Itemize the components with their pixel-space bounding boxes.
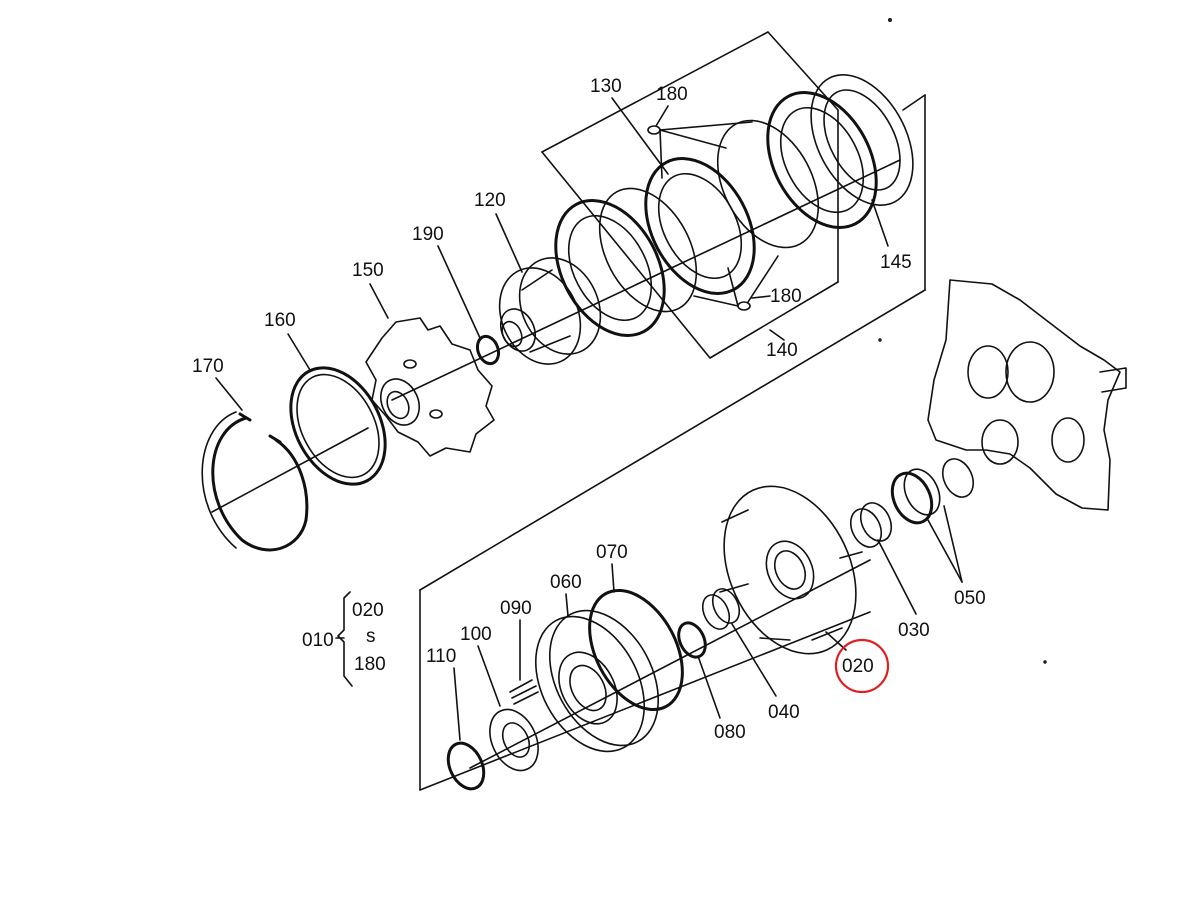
label-160: 160	[264, 310, 296, 331]
label-145: 145	[880, 252, 912, 273]
label-060: 060	[550, 572, 582, 593]
axis-line-upper-left	[211, 427, 369, 513]
label-180-top: 180	[656, 84, 688, 105]
label-120: 120	[474, 190, 506, 211]
label-010-to: 180	[354, 654, 386, 675]
label-030: 030	[898, 620, 930, 641]
clutch-pack-frame	[541, 31, 839, 359]
label-040: 040	[768, 702, 800, 723]
label-150: 150	[352, 260, 384, 281]
pins-180	[647, 121, 779, 311]
spring-090	[509, 679, 539, 705]
friction-plates	[554, 74, 914, 337]
ring-070	[588, 588, 684, 712]
range-bracket-010	[335, 591, 353, 687]
speck	[888, 18, 892, 22]
label-010: 010	[302, 630, 334, 651]
assembly-frame	[419, 94, 926, 791]
leader-lines	[215, 97, 963, 741]
needle-bearing-030	[849, 502, 893, 548]
bearing-040	[701, 588, 741, 630]
label-130: 130	[590, 76, 622, 97]
piston-060	[534, 609, 660, 753]
label-110: 110	[426, 646, 456, 667]
label-070: 070	[596, 542, 628, 563]
snap-ring-170	[201, 411, 309, 552]
label-100: 100	[460, 624, 492, 645]
carrier-020	[719, 485, 863, 655]
drum-120	[498, 257, 602, 365]
label-090: 090	[500, 598, 532, 619]
oring-080	[677, 621, 707, 659]
speck	[878, 338, 882, 342]
ring-160	[289, 366, 387, 486]
label-170: 170	[192, 356, 224, 377]
label-010-from: 020	[352, 600, 384, 621]
circlip-110	[446, 741, 486, 791]
washer-100	[489, 708, 539, 772]
gear-housing	[927, 279, 1127, 511]
label-050: 050	[954, 588, 986, 609]
label-080: 080	[714, 722, 746, 743]
axis-line-lower	[469, 559, 871, 769]
hub-plate-150	[365, 317, 495, 457]
circlip-190	[475, 334, 501, 366]
speck	[1043, 660, 1047, 664]
label-140: 140	[766, 340, 798, 361]
label-020: 020	[842, 656, 874, 677]
axis-line-upper	[391, 159, 901, 401]
label-190: 190	[412, 224, 444, 245]
bearing-050	[890, 458, 975, 525]
label-010-sep: s	[366, 626, 376, 647]
highlight-circle-020	[834, 638, 890, 694]
label-180-mid: 180	[770, 286, 802, 307]
